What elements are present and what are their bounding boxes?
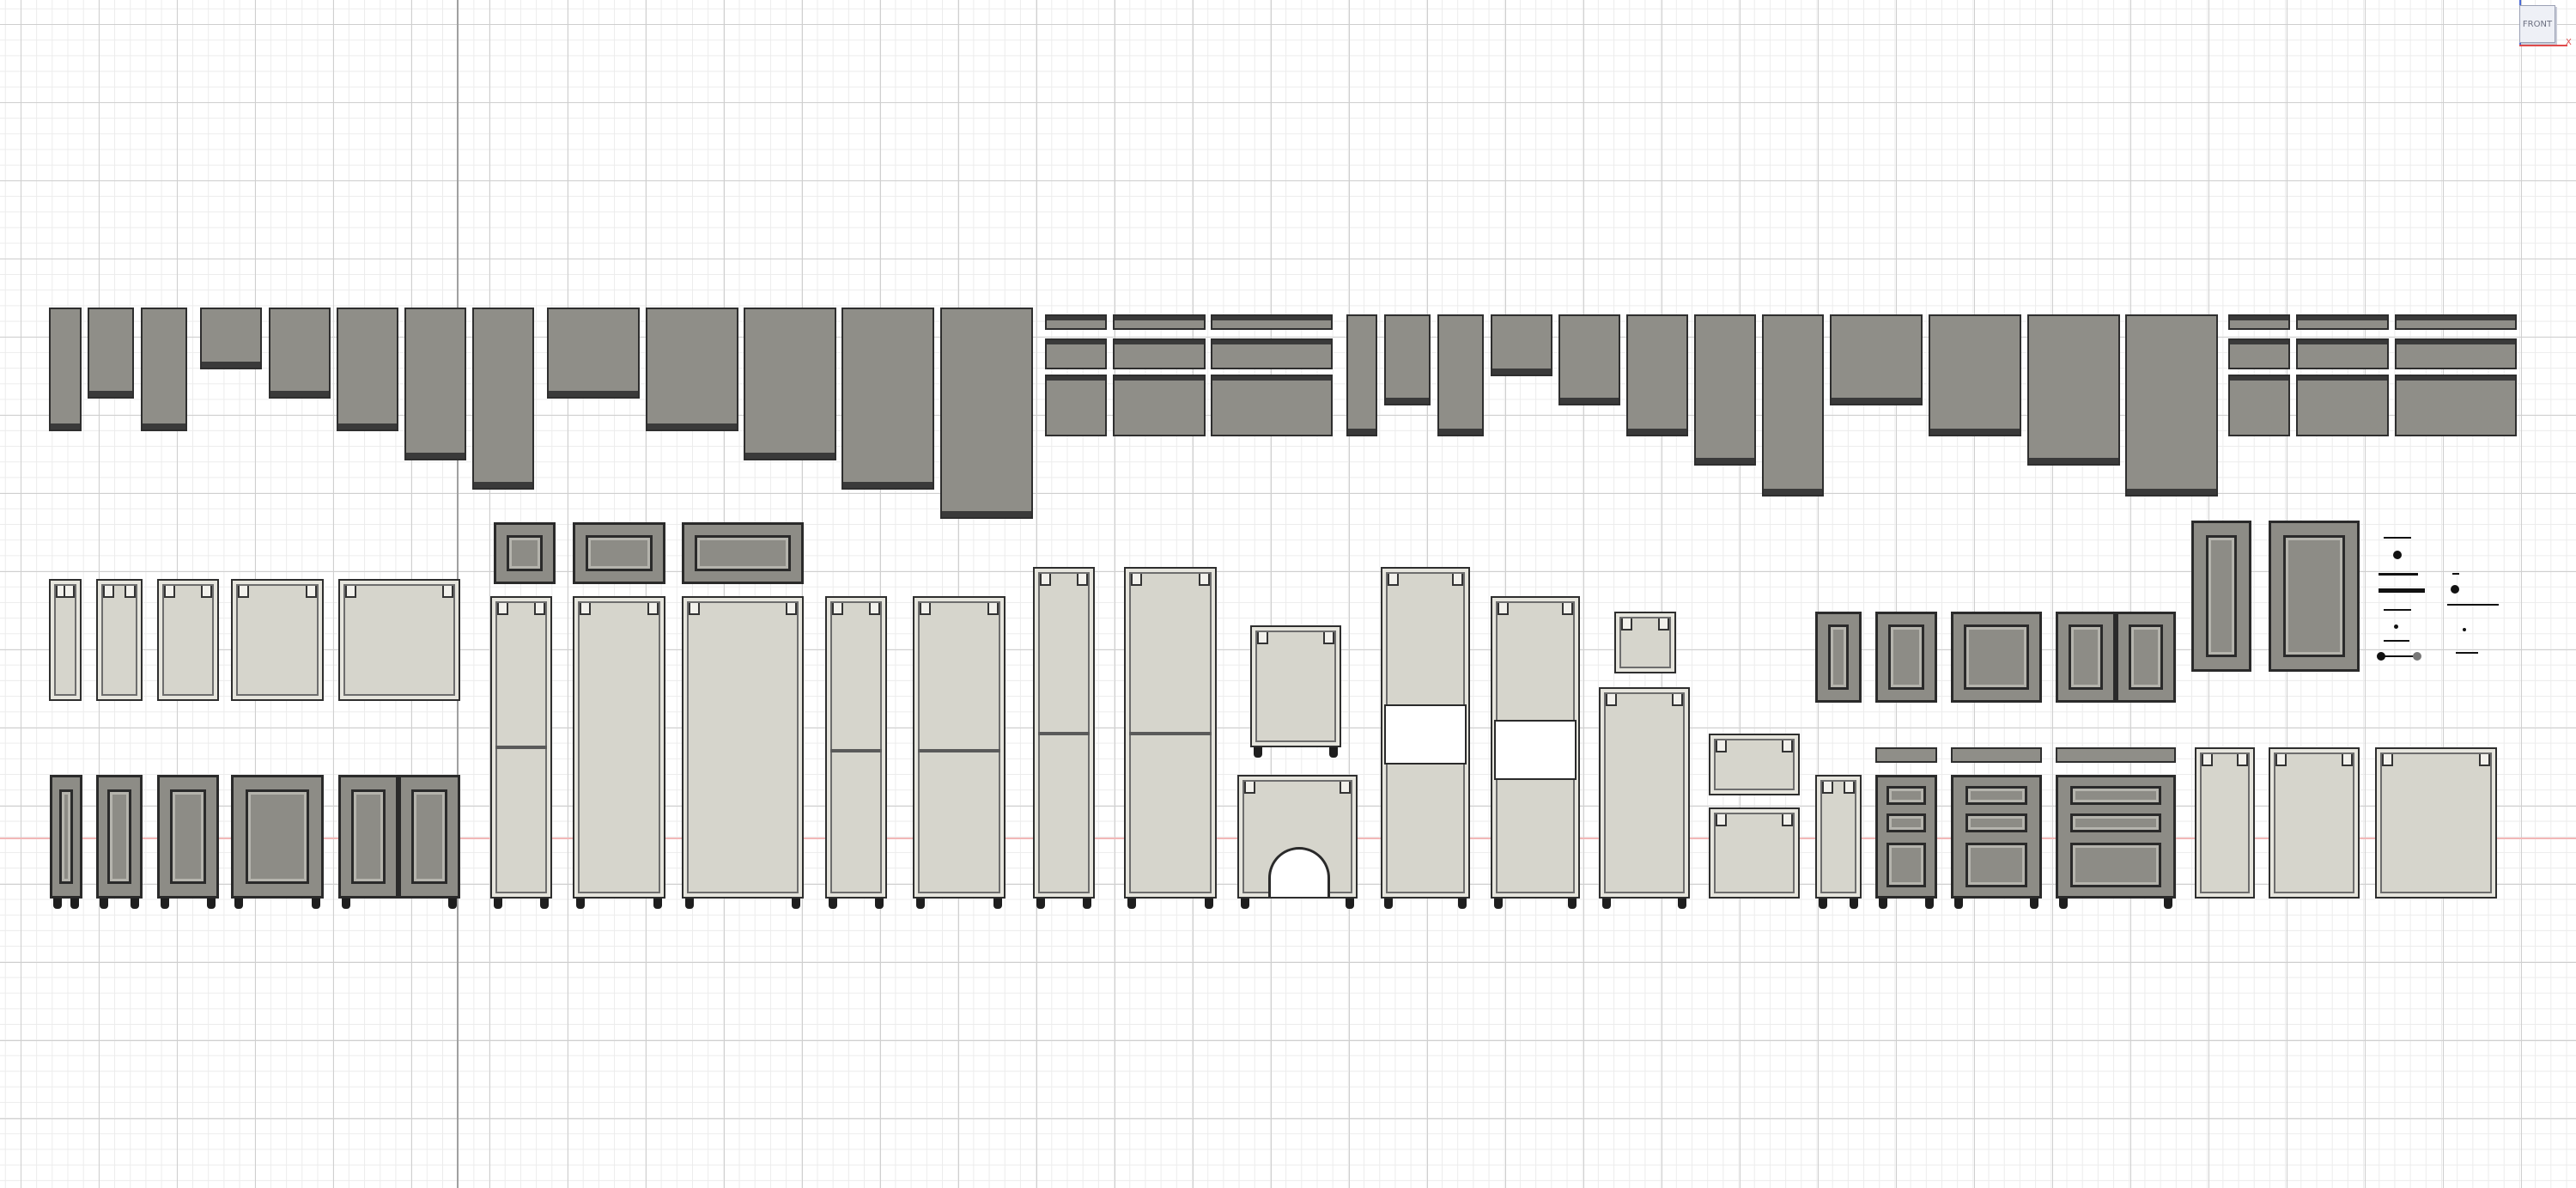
upper-cabinet-light[interactable] bbox=[338, 579, 460, 701]
oven-tall-cabinet[interactable] bbox=[1381, 567, 1470, 899]
wall-cabinet[interactable] bbox=[141, 308, 187, 431]
upper-cabinet-light[interactable] bbox=[1614, 612, 1676, 673]
tall-door-dark[interactable] bbox=[2269, 521, 2360, 672]
upper-cabinet-dark[interactable] bbox=[2056, 612, 2116, 703]
filler-strip[interactable] bbox=[1211, 314, 1333, 330]
wall-cabinet[interactable] bbox=[1346, 314, 1377, 436]
filler-strip[interactable] bbox=[1045, 338, 1107, 369]
tall-door-dark[interactable] bbox=[2191, 521, 2251, 672]
tall-cabinet[interactable] bbox=[825, 596, 887, 899]
base-cabinet-dark[interactable] bbox=[50, 775, 82, 899]
wall-cabinet[interactable] bbox=[88, 308, 134, 399]
filler-strip[interactable] bbox=[2228, 314, 2290, 330]
countertop-strip[interactable] bbox=[1875, 747, 1937, 763]
wall-cabinet[interactable] bbox=[646, 308, 738, 431]
filler-strip[interactable] bbox=[1113, 375, 1206, 436]
tall-cabinet[interactable] bbox=[1033, 567, 1095, 899]
upper-cabinet-light[interactable] bbox=[157, 579, 219, 701]
filler-strip[interactable] bbox=[2395, 375, 2517, 436]
drawer-front-dark[interactable] bbox=[573, 522, 665, 584]
filler-strip[interactable] bbox=[1211, 375, 1333, 436]
tall-cabinet[interactable] bbox=[913, 596, 1005, 899]
tall-cabinet[interactable] bbox=[682, 596, 804, 899]
end-panel-light[interactable] bbox=[2269, 747, 2360, 899]
filler-strip[interactable] bbox=[1113, 314, 1206, 330]
filler-strip[interactable] bbox=[2296, 314, 2389, 330]
base-cabinet-dark[interactable] bbox=[96, 775, 143, 899]
wall-cabinet[interactable] bbox=[1437, 314, 1484, 436]
countertop-strip[interactable] bbox=[1951, 747, 2042, 763]
drawer-front-dark[interactable] bbox=[682, 522, 804, 584]
upper-cabinet-light[interactable] bbox=[49, 579, 82, 701]
wall-cabinet[interactable] bbox=[2125, 314, 2218, 497]
wall-cabinet[interactable] bbox=[1830, 314, 1923, 405]
filler-strip[interactable] bbox=[1113, 338, 1206, 369]
upper-cabinet-dark[interactable] bbox=[1875, 612, 1937, 703]
wall-cabinet[interactable] bbox=[49, 308, 82, 431]
filler-strip[interactable] bbox=[2395, 338, 2517, 369]
filler-strip[interactable] bbox=[2395, 314, 2517, 330]
drawer-base-cabinet[interactable] bbox=[1951, 775, 2042, 899]
base-cabinet-dark[interactable] bbox=[231, 775, 324, 899]
wall-cabinet[interactable] bbox=[547, 308, 640, 399]
filler-strip[interactable] bbox=[2296, 338, 2389, 369]
upper-cabinet-light[interactable] bbox=[96, 579, 143, 701]
end-panel-light[interactable] bbox=[2195, 747, 2255, 899]
wall-cabinet[interactable] bbox=[940, 308, 1033, 519]
drawer-base-cabinet[interactable] bbox=[1875, 775, 1937, 899]
tall-cabinet[interactable] bbox=[490, 596, 552, 899]
wall-cabinet[interactable] bbox=[1626, 314, 1688, 436]
base-cabinet-dark[interactable] bbox=[338, 775, 398, 899]
wall-cabinet[interactable] bbox=[744, 308, 836, 460]
end-panel-light[interactable] bbox=[2375, 747, 2497, 899]
upper-cabinet-dark[interactable] bbox=[1815, 612, 1862, 703]
base-cabinet-light[interactable] bbox=[1815, 775, 1862, 899]
light-panel[interactable] bbox=[1709, 734, 1800, 795]
filler-strip[interactable] bbox=[1211, 338, 1333, 369]
base-cabinet-dark[interactable] bbox=[398, 775, 460, 899]
wall-cabinet[interactable] bbox=[404, 308, 466, 460]
tall-cabinet[interactable] bbox=[573, 596, 665, 899]
base-cabinet-dark[interactable] bbox=[157, 775, 219, 899]
filler-strip[interactable] bbox=[2228, 338, 2290, 369]
sink-base-cabinet[interactable] bbox=[1237, 775, 1358, 899]
filler-strip[interactable] bbox=[1045, 314, 1107, 330]
countertop-strip[interactable] bbox=[2056, 747, 2176, 763]
tall-cabinet[interactable] bbox=[1124, 567, 1217, 899]
hardware-symbols bbox=[2370, 528, 2516, 666]
upper-cabinet-dark[interactable] bbox=[2116, 612, 2176, 703]
wall-cabinet[interactable] bbox=[1558, 314, 1620, 405]
upper-cabinet-dark[interactable] bbox=[1951, 612, 2042, 703]
wall-cabinet[interactable] bbox=[200, 308, 262, 369]
wall-cabinet[interactable] bbox=[1929, 314, 2021, 436]
wall-cabinet[interactable] bbox=[2027, 314, 2120, 466]
wall-cabinet[interactable] bbox=[1762, 314, 1824, 497]
viewcube-face-label: FRONT bbox=[2522, 19, 2553, 29]
wall-cabinet[interactable] bbox=[337, 308, 398, 431]
filler-strip[interactable] bbox=[2228, 375, 2290, 436]
drawer-base-cabinet[interactable] bbox=[2056, 775, 2176, 899]
x-axis-label: X bbox=[2566, 38, 2572, 47]
upper-cabinet-light[interactable] bbox=[1250, 625, 1341, 747]
upper-cabinet-light[interactable] bbox=[231, 579, 324, 701]
tall-cabinet[interactable] bbox=[1599, 687, 1690, 899]
drawer-front-dark[interactable] bbox=[494, 522, 556, 584]
wall-cabinet[interactable] bbox=[1491, 314, 1552, 376]
light-panel[interactable] bbox=[1709, 807, 1800, 899]
wall-cabinet[interactable] bbox=[841, 308, 934, 490]
wall-cabinet[interactable] bbox=[269, 308, 331, 399]
wall-cabinet[interactable] bbox=[1384, 314, 1431, 405]
wall-cabinet[interactable] bbox=[1694, 314, 1756, 466]
viewcube-icon[interactable]: FRONT bbox=[2519, 5, 2555, 43]
wall-cabinet[interactable] bbox=[472, 308, 534, 490]
oven-tall-cabinet[interactable] bbox=[1491, 596, 1580, 899]
filler-strip[interactable] bbox=[1045, 375, 1107, 436]
x-axis-indicator bbox=[2519, 45, 2567, 46]
filler-strip[interactable] bbox=[2296, 375, 2389, 436]
